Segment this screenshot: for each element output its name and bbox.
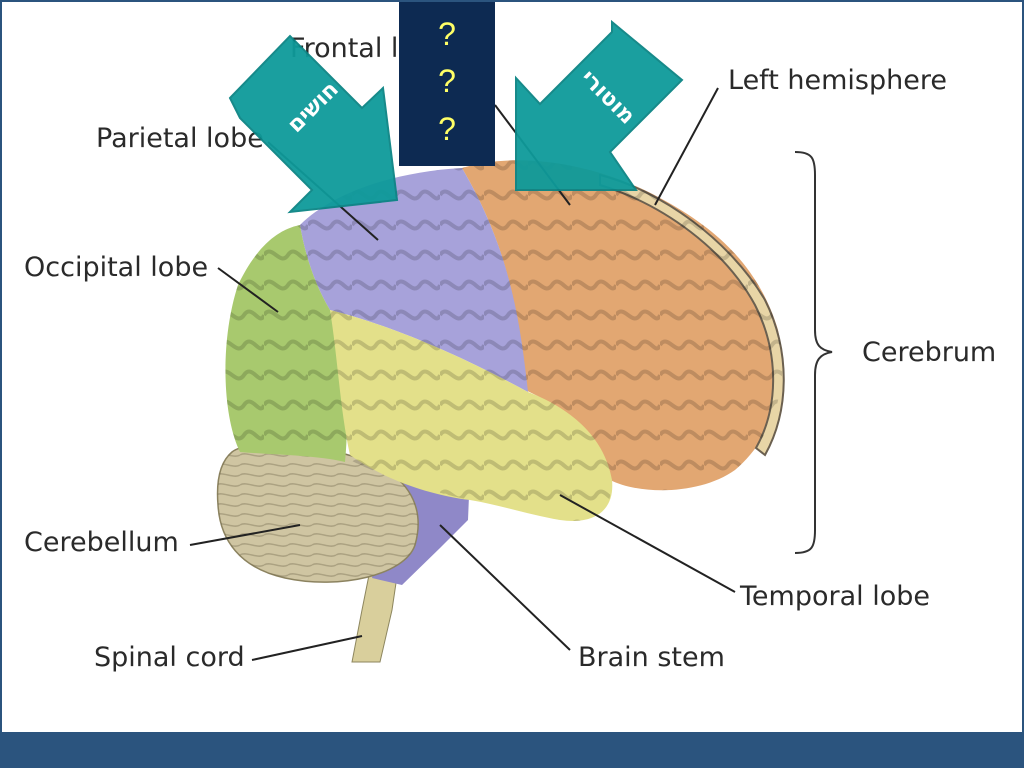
motor-arrow: מוטורי	[515, 19, 684, 191]
question-mark: ?	[438, 63, 456, 99]
cerebrum-label: Cerebrum	[862, 337, 996, 368]
parietal-lobe-label: Parietal lobe	[96, 123, 264, 154]
bottom-bar	[0, 732, 1024, 768]
brain-stem-label: Brain stem	[578, 642, 725, 673]
question-mark: ?	[438, 110, 456, 147]
question-mark: ?	[438, 15, 456, 52]
sensory-arrow: חושים	[228, 34, 399, 214]
left-hemisphere-label: Left hemisphere	[728, 65, 947, 96]
spinal-cord-label: Spinal cord	[94, 642, 245, 673]
question-box: ? ? ?	[399, 0, 495, 166]
cerebellum-label: Cerebellum	[24, 527, 179, 558]
cerebrum-bracket	[794, 151, 833, 554]
temporal-lobe-label: Temporal lobe	[739, 581, 930, 612]
occipital-lobe-label: Occipital lobe	[24, 252, 208, 283]
